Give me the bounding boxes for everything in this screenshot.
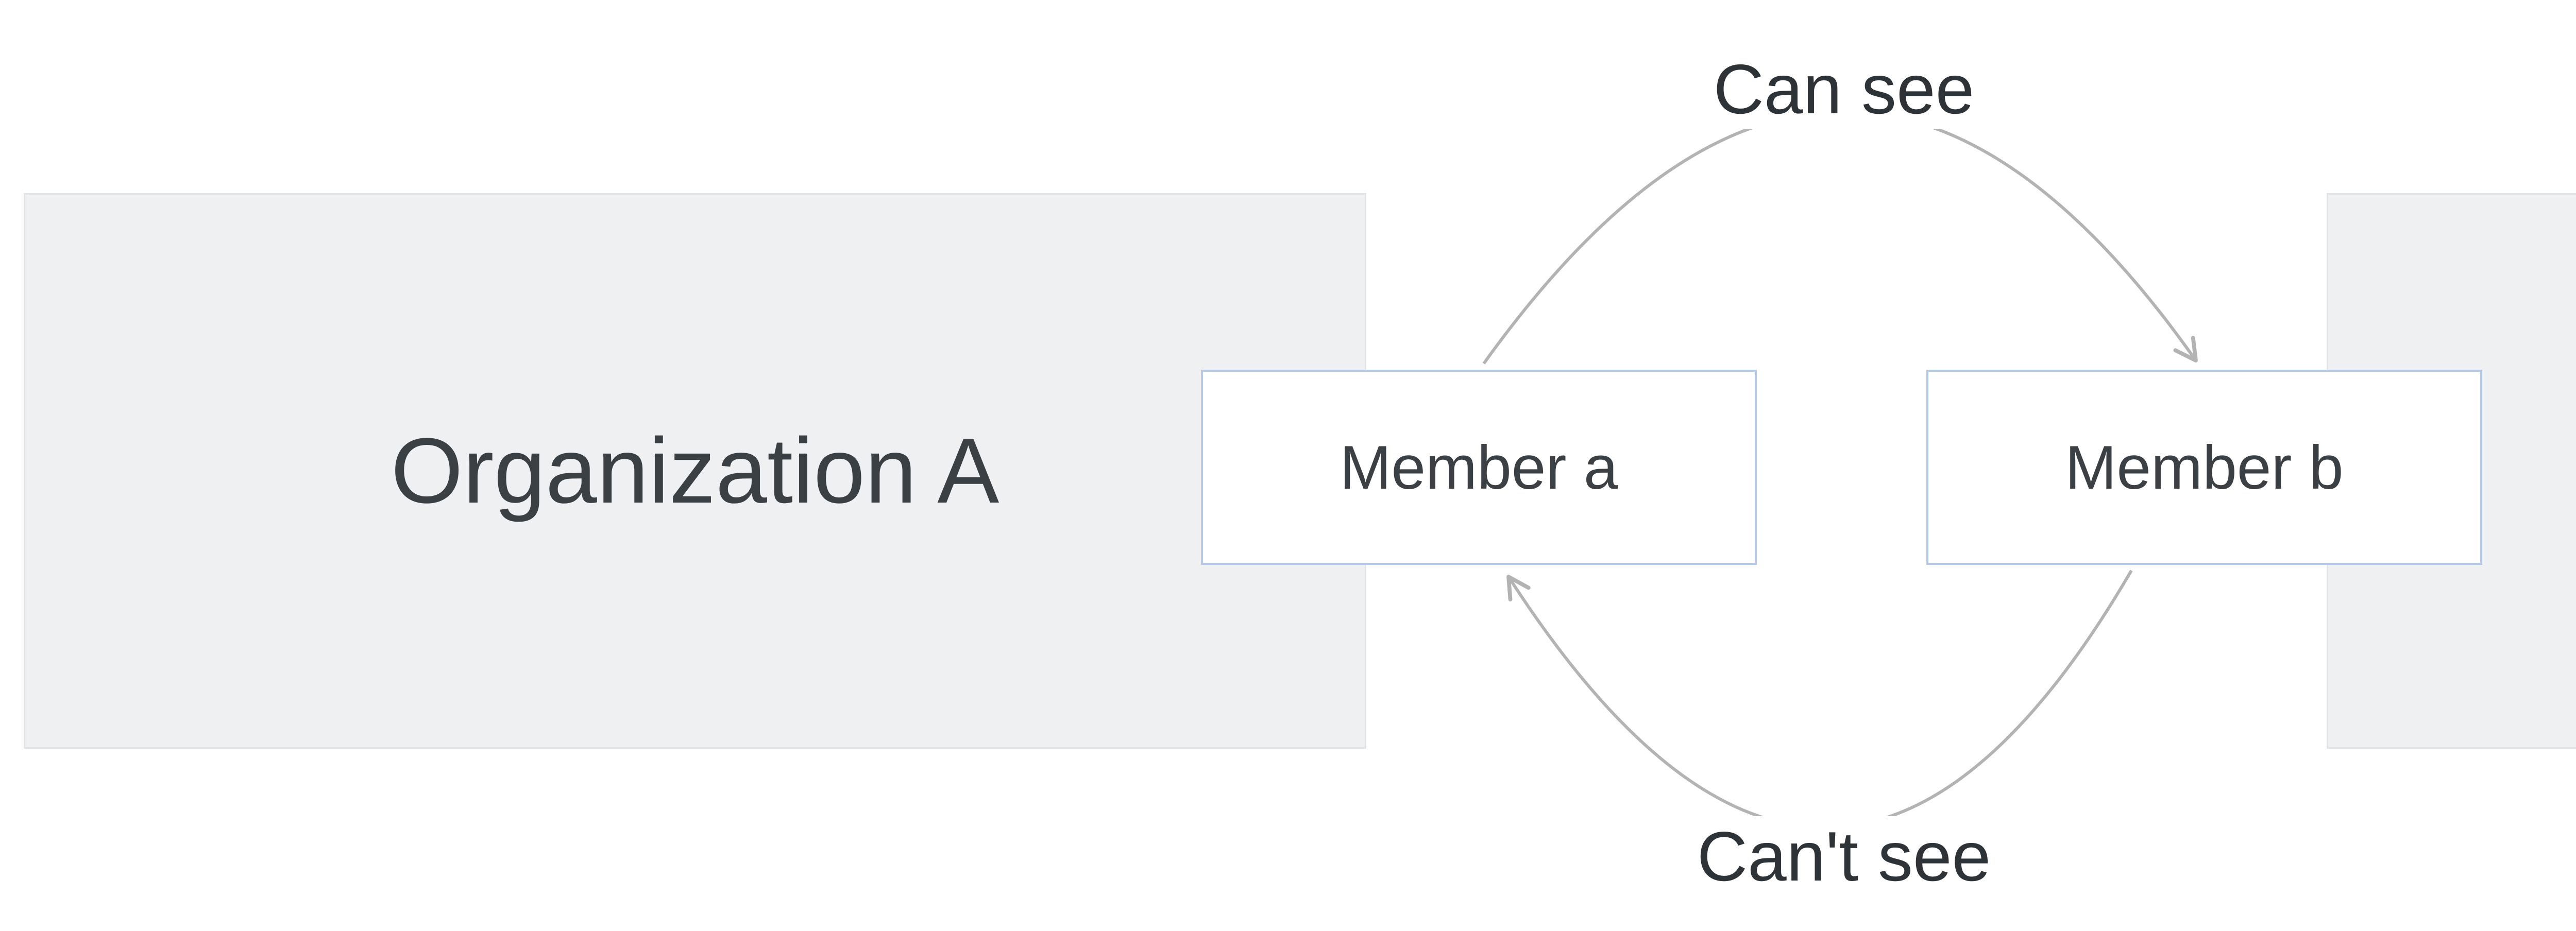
- member-b-box: Member b: [1926, 370, 2482, 565]
- can-see-label: Can see: [1698, 49, 1990, 129]
- member-a-box: Member a: [1201, 370, 1757, 565]
- organization-a-label: Organization A: [391, 419, 999, 523]
- cant-see-arrow: [1506, 570, 2133, 829]
- member-a-label: Member a: [1340, 433, 1618, 502]
- organization-a-box: Organization A: [24, 193, 1366, 749]
- cant-see-label: Can't see: [1681, 816, 2007, 896]
- member-b-label: Member b: [2065, 433, 2344, 502]
- can-see-arrow: [1482, 110, 2198, 365]
